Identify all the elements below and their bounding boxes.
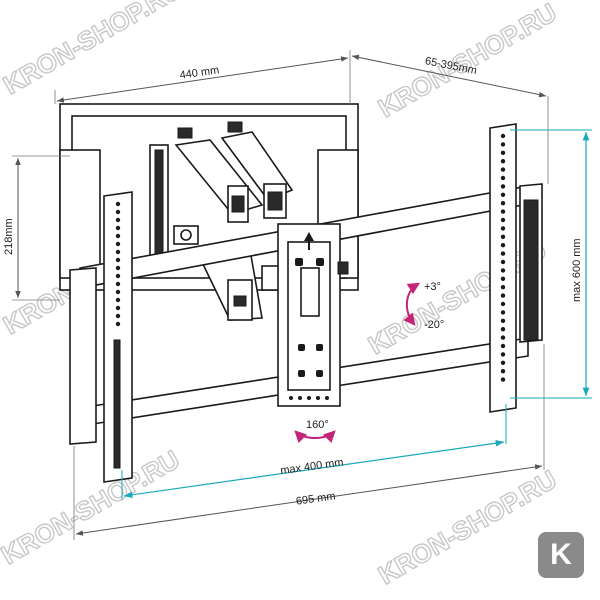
mounting-hole [500, 217, 506, 223]
mounting-hole [500, 251, 506, 256]
dimension-max-vesa-height-label: max 600 mm [571, 238, 583, 302]
mounting-hole [500, 310, 506, 315]
swivel-label: 160° [306, 419, 329, 431]
mounting-hole [115, 249, 121, 255]
mounting-hole [500, 268, 506, 273]
tilt-down-label: -20° [424, 319, 444, 331]
tilt-up-label: +3° [424, 281, 441, 293]
mounting-hole [500, 343, 506, 349]
mounting-hole [115, 209, 121, 215]
dimension-left-height: 218mm [3, 155, 70, 301]
mounting-hole [500, 259, 506, 265]
mounting-hole [500, 243, 506, 248]
mounting-hole [115, 321, 121, 327]
dimension-max-vesa-height: max 600 mm [510, 129, 592, 399]
mounting-hole [500, 335, 506, 340]
left-bracket-holes [115, 201, 121, 327]
mounting-hole [115, 305, 121, 311]
mounting-hole [500, 150, 506, 155]
mounting-hole [115, 273, 121, 279]
mounting-hole [500, 184, 506, 189]
mounting-hole [500, 369, 506, 374]
tilt-indicator: +3° -20° [403, 281, 444, 331]
mounting-hole [500, 142, 506, 147]
watermark-text: KRON-SHOP.RU [373, 464, 561, 590]
dimension-total-width: 695 mm [73, 344, 545, 540]
right-vertical-bracket [489, 123, 543, 413]
mounting-hole [500, 285, 506, 290]
mounting-hole [115, 201, 121, 207]
right-bracket-holes [500, 133, 506, 382]
mounting-hole [115, 257, 121, 263]
mounting-hole [500, 360, 506, 365]
mounting-hole [115, 265, 121, 271]
swivel-indicator: 160° [294, 419, 336, 444]
mounting-hole [500, 377, 506, 382]
mounting-hole [500, 352, 506, 357]
mounting-hole [500, 209, 506, 214]
mounting-hole [500, 133, 506, 139]
mounting-hole [500, 226, 506, 231]
mounting-hole [115, 241, 121, 247]
mounting-hole [115, 233, 121, 239]
tilt-head [277, 223, 349, 407]
left-vertical-bracket [69, 191, 133, 483]
mounting-hole [500, 318, 506, 323]
kron-logo-letter: K [550, 538, 572, 571]
mounting-hole [500, 327, 506, 332]
mounting-hole [115, 217, 121, 223]
mounting-hole [115, 313, 121, 319]
mounting-hole [500, 192, 506, 197]
dimension-top-width: 440 mm [54, 50, 351, 104]
watermark-text: KRON-SHOP.RU [0, 444, 184, 570]
mounting-hole [500, 175, 506, 181]
dimension-max-vesa-width-label: max 400 mm [280, 456, 345, 477]
dimension-total-width-label: 695 mm [295, 490, 336, 507]
mounting-hole [115, 281, 121, 287]
dimension-top-width-label: 440 mm [179, 64, 220, 81]
mounting-hole [500, 301, 506, 307]
kron-logo: K [538, 532, 584, 578]
mounting-hole [115, 297, 121, 303]
mounting-hole [500, 276, 506, 281]
mounting-hole [115, 225, 121, 231]
mounting-hole [500, 167, 506, 172]
watermark-text: KRON-SHOP.RU [0, 0, 186, 100]
mounting-hole [500, 159, 506, 164]
mounting-hole [500, 293, 506, 298]
dimension-left-height-label: 218mm [3, 218, 15, 255]
mounting-hole [500, 201, 506, 206]
articulating-arm [173, 121, 294, 321]
mounting-hole [500, 234, 506, 239]
mounting-hole [115, 289, 121, 295]
watermark-text: KRON-SHOP.RU [373, 0, 561, 123]
